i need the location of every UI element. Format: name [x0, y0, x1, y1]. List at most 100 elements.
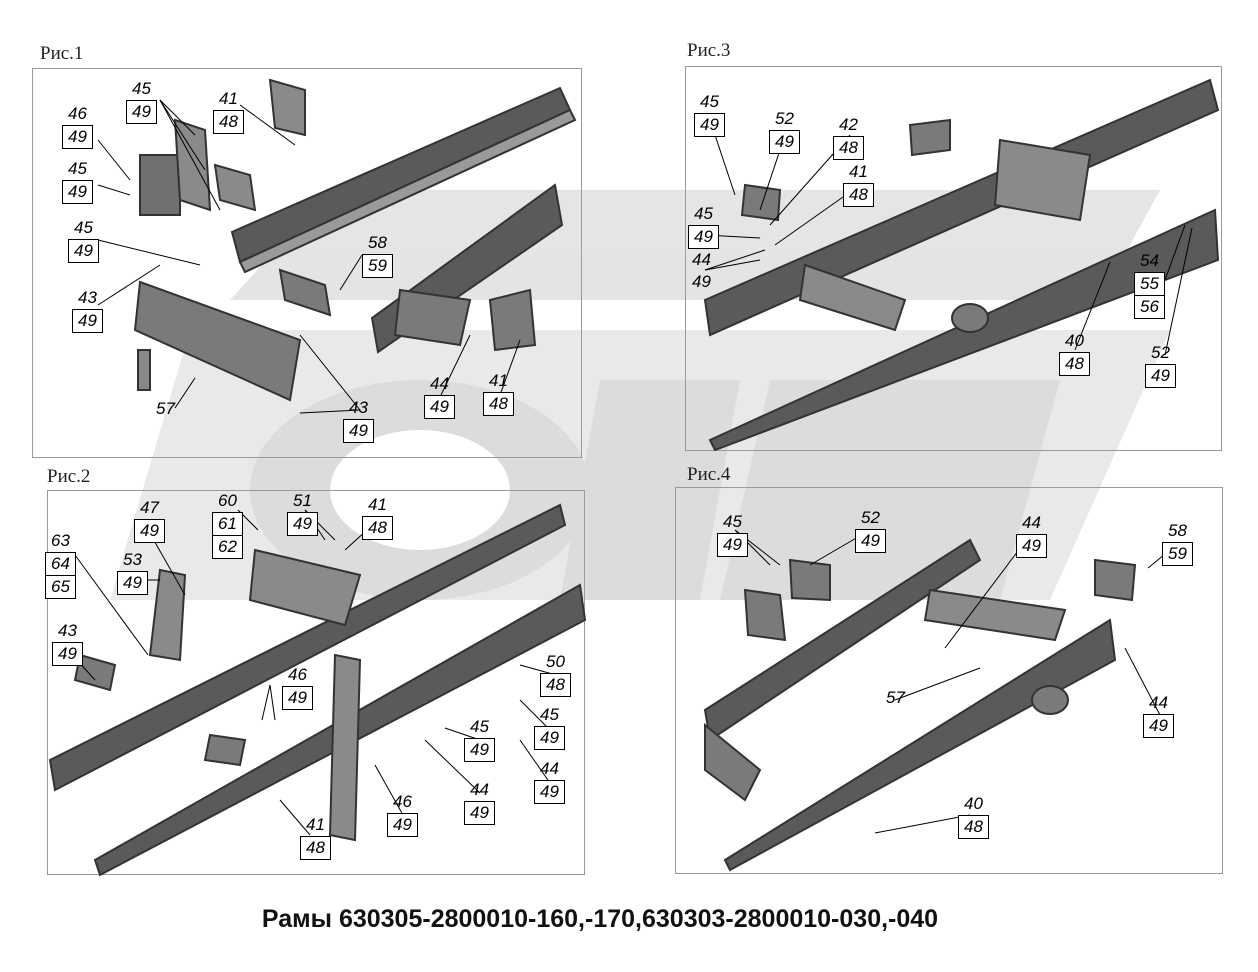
panel-title-fig2: Рис.2 [47, 466, 91, 487]
callout-fig1-9: 41 48 [483, 370, 514, 416]
callout-fig2-7: 43 49 [52, 620, 83, 666]
callout-part: 41 [219, 89, 238, 108]
callout-fig1-6: 58 59 [362, 232, 393, 278]
panel-title-fig3: Рис.3 [687, 40, 731, 61]
callout-fig2-4: 47 49 [134, 497, 165, 543]
panel-title-fig1: Рис.1 [40, 43, 84, 64]
callout-fig2-2: 51 49 [287, 490, 318, 536]
callout-qty: 49 [126, 100, 157, 124]
callout-qty: 48 [843, 183, 874, 207]
callout-qty: 48 [958, 815, 989, 839]
callout-qty: 48 [362, 516, 393, 540]
callout-fig3-9: 52 49 [1145, 342, 1176, 388]
callout-part: 60 [218, 491, 237, 510]
callout-qty: 49 [72, 309, 103, 333]
callout-qty: 49 [117, 571, 148, 595]
callout-qty: 49 [464, 801, 495, 825]
callout-qty: 49 [282, 686, 313, 710]
callout-fig2-13: 44 49 [534, 758, 565, 804]
callout-fig1-2: 41 48 [213, 88, 244, 134]
callout-qty: 49 [52, 642, 83, 666]
callout-part: 52 [775, 109, 794, 128]
callout-fig3-1: 45 49 [694, 91, 725, 137]
callout-qty: 48 [213, 110, 244, 134]
callout-qty: 49 [692, 272, 711, 291]
callout-part: 45 [694, 204, 713, 223]
panel-frame-fig4 [675, 487, 1223, 874]
callout-part: 54 [1140, 251, 1159, 270]
callout-part: 41 [849, 162, 868, 181]
callout-fig2-14: 46 49 [387, 791, 418, 837]
callout-qty: 49 [1143, 714, 1174, 738]
callout-part: 44 [430, 374, 449, 393]
callout-fig1-11: 43 49 [343, 397, 374, 443]
callout-qty: 49 [287, 512, 318, 536]
callout-fig1-5: 45 49 [68, 217, 99, 263]
callout-part: 51 [293, 491, 312, 510]
callout-qty: 49 [688, 225, 719, 249]
callout-part: 52 [861, 508, 880, 527]
callout-qty: 49 [62, 180, 93, 204]
callout-part: 46 [68, 104, 87, 123]
callout-fig3-3: 42 48 [833, 114, 864, 160]
callout-fig4-6: 44 49 [1143, 692, 1174, 738]
callout-part: 43 [78, 288, 97, 307]
callout-part: 55 [1134, 272, 1165, 296]
callout-part: 61 [212, 512, 243, 536]
callout-part: 44 [1022, 513, 1041, 532]
page-title: Рамы 630305-2800010-160,-170,630303-2800… [261, 905, 939, 933]
callout-qty: 49 [694, 113, 725, 137]
callout-qty: 49 [717, 533, 748, 557]
fig1-frame-drawing [133, 78, 577, 402]
callout-part: 47 [140, 498, 159, 517]
callout-qty: 49 [387, 813, 418, 837]
callout-qty: 48 [540, 673, 571, 697]
callout-part: 64 [45, 552, 76, 576]
callout-part: 44 [540, 759, 559, 778]
fig2-frame-drawing [48, 503, 587, 877]
callout-fig2-11: 45 49 [534, 704, 565, 750]
callout-part: 45 [700, 92, 719, 111]
callout-fig2-5: 63 64 65 [45, 530, 76, 599]
callout-fig2-12: 44 49 [464, 779, 495, 825]
callout-part: 65 [45, 576, 76, 599]
callout-qty: 49 [343, 419, 374, 443]
callout-fig1-1: 45 49 [126, 78, 157, 124]
callout-fig2-3: 41 48 [362, 494, 393, 540]
callout-fig3-2: 52 49 [769, 108, 800, 154]
callout-part: 43 [349, 398, 368, 417]
panel-frame-fig1 [32, 68, 582, 458]
callout-fig4-3: 44 49 [1016, 512, 1047, 558]
callout-qty: 49 [855, 529, 886, 553]
callout-qty: 48 [833, 136, 864, 160]
callout-part: 41 [368, 495, 387, 514]
callout-part: 42 [839, 115, 858, 134]
callout-part: 40 [1065, 331, 1084, 350]
fig4-frame-drawing [703, 538, 1137, 872]
callout-part: 44 [1149, 693, 1168, 712]
callout-part: 41 [306, 815, 325, 834]
callout-fig3-7: 54 55 56 [1134, 250, 1165, 319]
callout-qty: 49 [464, 738, 495, 762]
callout-part: 57 [886, 688, 905, 707]
callout-fig2-1: 60 61 62 [212, 490, 243, 559]
callout-fig4-5: 57 [882, 687, 909, 709]
callout-part: 45 [68, 159, 87, 178]
panel-frame-fig3 [685, 66, 1222, 451]
callout-qty: 49 [1145, 364, 1176, 388]
callout-part: 46 [393, 792, 412, 811]
callout-part: 41 [489, 371, 508, 390]
callout-part: 40 [964, 794, 983, 813]
callout-part: 45 [132, 79, 151, 98]
callout-qty: 49 [1016, 534, 1047, 558]
callout-part: 45 [74, 218, 93, 237]
callout-fig1-8: 44 49 [424, 373, 455, 419]
callout-qty: 49 [769, 130, 800, 154]
callout-fig2-8: 46 49 [282, 664, 313, 710]
callout-fig3-6: 44 49 [688, 249, 715, 293]
callout-fig4-2: 52 49 [855, 507, 886, 553]
callout-qty: 49 [534, 726, 565, 750]
callout-fig4-7: 40 48 [958, 793, 989, 839]
callout-fig1-10: 57 [152, 398, 179, 420]
